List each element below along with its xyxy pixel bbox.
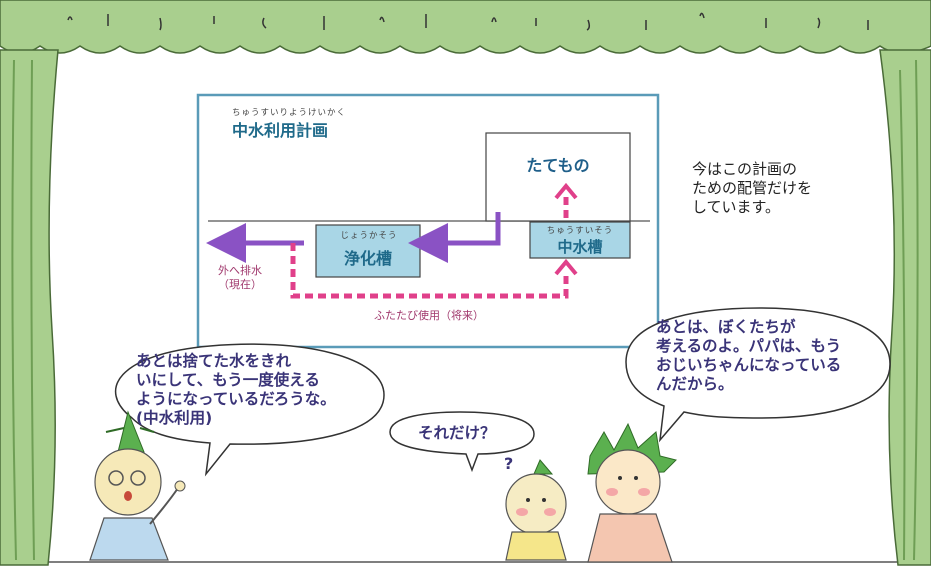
arrowhead-reuse xyxy=(554,258,578,276)
right-curtain xyxy=(879,49,931,566)
reuse-label: ふたたび使用（将来） xyxy=(374,309,484,322)
narration-text: 今はこの計画の ための配管だけを しています。 xyxy=(692,160,813,216)
flow-arrow-reuse-future xyxy=(290,243,569,299)
question-mark: ? xyxy=(504,454,514,473)
purifier-furigana: じょうかそう xyxy=(340,231,398,241)
middle-water-tank xyxy=(529,221,631,259)
middle-tank-furigana: ちゅうすいそう xyxy=(546,226,614,236)
speech-left-text: あとは捨てた水をきれ いにして、もう一度使える ようになっているだろうな。 (中… xyxy=(136,352,336,427)
building-label: たてもの xyxy=(526,156,590,175)
speech-bubble-left-shape xyxy=(114,343,385,477)
speech-bubble-middle-shape xyxy=(389,411,535,473)
top-valance xyxy=(0,0,931,54)
building-box xyxy=(485,132,631,222)
diagram-panel xyxy=(196,93,660,349)
left-curtain xyxy=(0,49,59,566)
character-right-girl xyxy=(587,422,677,563)
character-middle-child xyxy=(505,459,567,561)
middle-tank-label: 中水槽 xyxy=(557,238,603,256)
character-left-boy xyxy=(89,410,186,561)
diagram-title-furigana: ちゅうすいりようけいかく xyxy=(232,108,347,118)
speech-right-text: あとは、ぼくたちが 考えるのよ。パパは、もう おじいちゃんになっている んだから… xyxy=(656,318,842,393)
purifier-label: 浄化槽 xyxy=(343,249,392,268)
speech-bubble-right-shape xyxy=(625,307,891,443)
arrowhead-to-building xyxy=(554,182,578,200)
flow-arrow-building-to-purifier xyxy=(408,212,501,263)
speech-middle-text: それだけ？ xyxy=(418,424,496,442)
purifier-tank xyxy=(315,224,421,278)
diagram-title: 中水利用計画 xyxy=(232,121,329,140)
drain-label: 外へ排水 （現在） xyxy=(218,264,262,291)
